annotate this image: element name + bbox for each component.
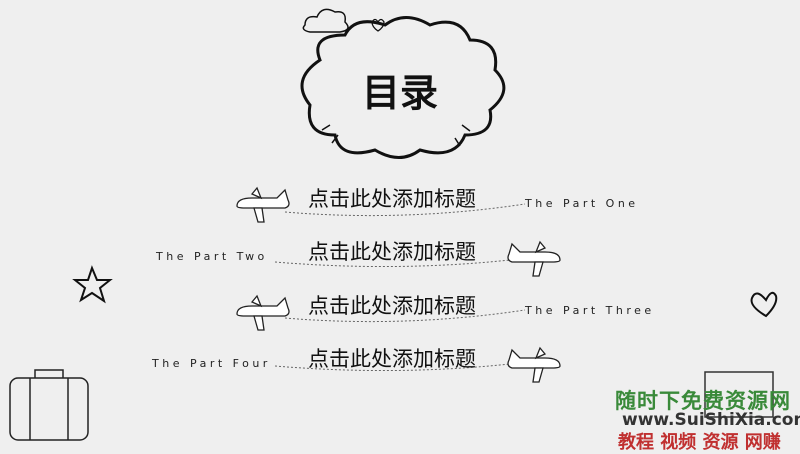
watermark-line1: 随时下免费资源网 <box>615 389 791 413</box>
toc-heading-3[interactable]: 点击此处添加标题 <box>308 294 476 318</box>
page-title: 目录 <box>361 71 438 115</box>
star-icon <box>72 265 113 304</box>
watermark-line3: 教程 视频 资源 网赚 <box>618 432 781 453</box>
ticket-icon <box>704 371 774 418</box>
heart-icon <box>750 291 778 318</box>
toc-part-3: The Part Three <box>525 304 655 317</box>
toc-heading-1[interactable]: 点击此处添加标题 <box>308 187 476 211</box>
airplane-icon <box>236 186 290 223</box>
toc-heading-2[interactable]: 点击此处添加标题 <box>308 240 476 264</box>
toc-part-2: The Part Two <box>156 250 268 263</box>
airplane-icon <box>507 346 561 383</box>
watermark-line2: www.SuiShiXia.com <box>622 410 800 430</box>
toc-part-4: The Part Four <box>152 357 271 370</box>
airplane-icon <box>507 240 561 277</box>
toc-heading-4[interactable]: 点击此处添加标题 <box>308 347 476 371</box>
toc-part-1: The Part One <box>525 197 639 210</box>
airplane-icon <box>236 294 290 331</box>
suitcase-icon <box>9 369 89 441</box>
